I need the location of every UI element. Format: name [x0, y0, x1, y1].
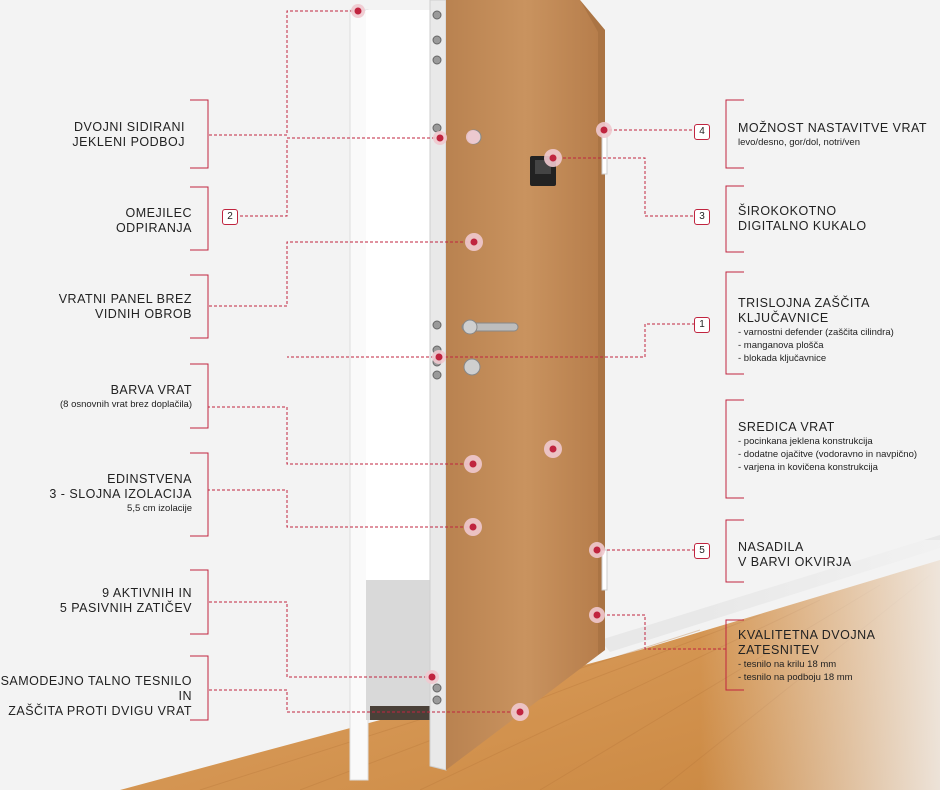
label-line: SREDICA VRAT [738, 420, 835, 434]
lock-bolts [432, 10, 442, 705]
label-sub: - varnostni defender (zaščita cilindra) [738, 327, 894, 338]
door-leaf [446, 0, 605, 770]
label-sub: (8 osnovnih vrat brez doplačila) [59, 399, 192, 410]
label-line: VIDNIH OBROB [95, 307, 192, 321]
number-badge-4: 4 [694, 124, 710, 140]
leader-lines [208, 10, 726, 713]
label-nastavitve: MOŽNOST NASTAVITVE VRAT levo/desno, gor/… [738, 121, 927, 149]
label-line: DIGITALNO KUKALO [738, 219, 867, 233]
label-sub: - pocinkana jeklena konstrukcija [738, 436, 873, 447]
hinge-bottom [601, 549, 608, 591]
label-line: VRATNI PANEL BREZ [58, 292, 192, 306]
label-barva: BARVA VRAT (8 osnovnih vrat brez doplači… [60, 383, 192, 411]
label-line: OMEJILEC [125, 206, 192, 220]
label-line: ODPIRANJA [115, 221, 192, 235]
label-sub: - varjena in kovičena konstrukcija [738, 462, 878, 473]
label-line: SAMODEJNO TALNO TESNILO IN [0, 674, 192, 703]
label-nasadila: NASADILA V BARVI OKVIRJA [738, 540, 852, 570]
number-badge-3: 3 [694, 209, 710, 225]
label-izolacija: EDINSTVENA 3 - SLOJNA IZOLACIJA 5,5 cm i… [49, 472, 192, 515]
label-line: 9 AKTIVNIH IN [102, 586, 192, 600]
number-badge-1: 1 [694, 317, 710, 333]
label-zatesnitev: KVALITETNA DVOJNA ZATESNITEV - tesnilo n… [738, 628, 940, 684]
label-kukalo: ŠIROKOKOTNO DIGITALNO KUKALO [738, 204, 867, 234]
label-line: TRISLOJNA ZAŠČITA KLJUČAVNICE [738, 296, 870, 325]
hotspots [351, 4, 612, 721]
label-panel: VRATNI PANEL BREZ VIDNIH OBROB [59, 292, 192, 322]
label-line: KVALITETNA DVOJNA ZATESNITEV [738, 628, 875, 657]
number-badge-2: 2 [222, 209, 238, 225]
label-sidrani: DVOJNI SIDIRANI JEKLENI PODBOJ [72, 120, 185, 150]
label-line: JEKLENI PODBOJ [72, 135, 185, 149]
number-badge-5: 5 [694, 543, 710, 559]
label-line: NASADILA [738, 540, 804, 554]
label-line: ZAŠČITA PROTI DVIGU VRAT [8, 704, 192, 718]
label-sredica: SREDICA VRAT - pocinkana jeklena konstru… [738, 420, 917, 474]
label-line: 5 PASIVNIH ZATIČEV [59, 601, 192, 615]
label-sub: levo/desno, gor/dol, notri/ven [738, 137, 860, 148]
lower-cylinder [463, 358, 481, 376]
label-line: ŠIROKOKOTNO [738, 204, 837, 218]
label-kljucavnica: TRISLOJNA ZAŠČITA KLJUČAVNICE - varnostn… [738, 296, 940, 365]
label-tesnilo: SAMODEJNO TALNO TESNILO IN ZAŠČITA PROTI… [0, 674, 192, 719]
label-omejilec: OMEJILEC ODPIRANJA [116, 206, 192, 236]
label-line: DVOJNI SIDIRANI [74, 120, 185, 134]
door-frame-left [349, 9, 369, 781]
label-sub: - blokada ključavnice [738, 353, 827, 364]
label-sub: 5,5 cm izolacije [127, 503, 192, 514]
label-line: V BARVI OKVIRJA [738, 555, 852, 569]
label-line: MOŽNOST NASTAVITVE VRAT [738, 121, 928, 135]
door-edge [429, 0, 447, 771]
label-zaticev: 9 AKTIVNIH IN 5 PASIVNIH ZATIČEV [60, 586, 192, 616]
label-line: BARVA VRAT [110, 383, 192, 397]
label-line: 3 - SLOJNA IZOLACIJA [49, 487, 192, 501]
label-sub: - dodatne ojačitve (vodoravno in navpičn… [738, 449, 918, 460]
label-sub: - tesnilo na podboju 18 mm [738, 672, 853, 683]
label-sub: - manganova plošča [738, 340, 824, 351]
label-sub: - tesnilo na krilu 18 mm [738, 659, 837, 670]
label-line: EDINSTVENA [107, 472, 192, 486]
